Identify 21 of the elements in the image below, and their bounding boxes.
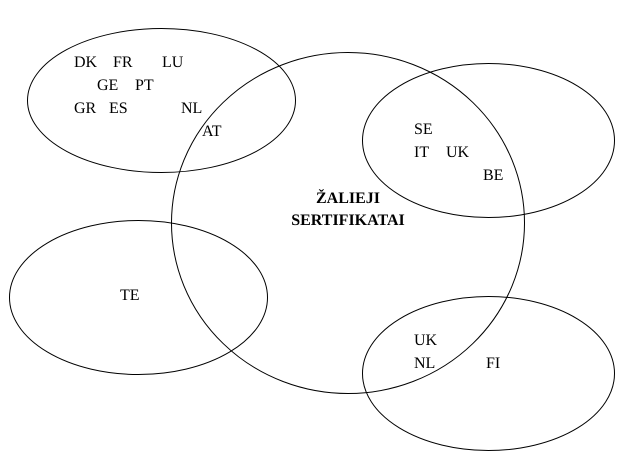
country-code: PT [135, 77, 154, 95]
country-code: UK [446, 144, 470, 162]
country-code: GE [97, 77, 118, 95]
country-code: NL [181, 100, 202, 118]
country-code: IT [414, 144, 430, 162]
country-code: DK [74, 54, 98, 72]
ellipse-region [27, 28, 296, 173]
country-code: FI [486, 355, 500, 373]
country-code: LU [162, 54, 184, 72]
country-code: GR [74, 100, 96, 118]
country-code: TE [120, 287, 140, 305]
country-code: ES [109, 100, 128, 118]
country-code: BE [483, 167, 504, 185]
set-label: ŽALIEJI SERTIFIKATAI [290, 188, 406, 231]
country-code: NL [414, 355, 436, 373]
country-code: AT [202, 123, 222, 141]
country-code: SE [414, 121, 433, 139]
ellipse-region [362, 296, 615, 451]
country-code: UK [414, 332, 438, 350]
country-code: FR [113, 54, 133, 72]
ellipse-region [9, 220, 268, 375]
